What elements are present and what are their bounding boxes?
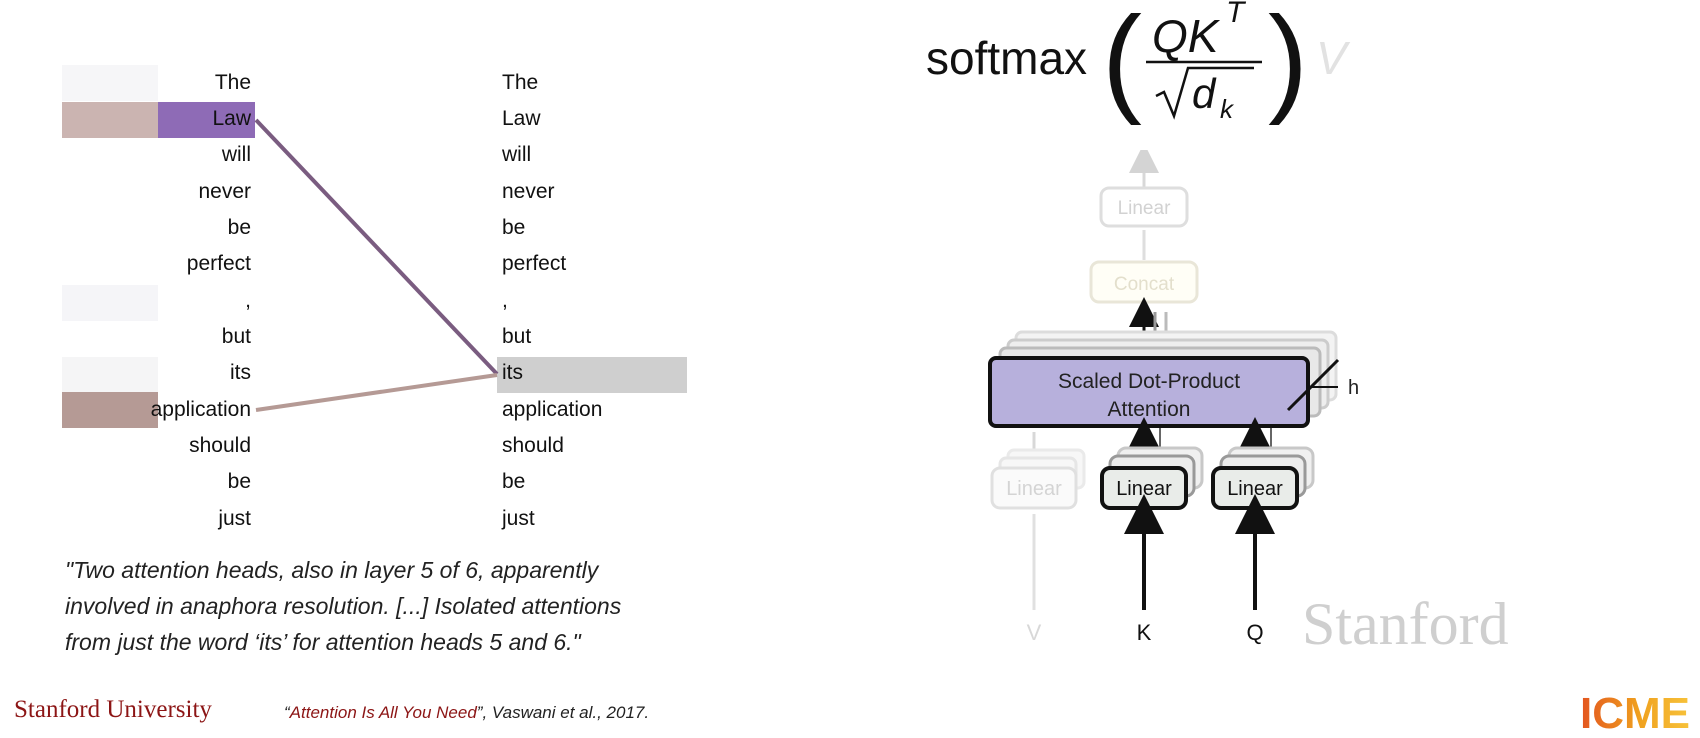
icme-logo: ICME <box>1580 689 1690 734</box>
left-token: but <box>221 325 251 348</box>
right-token: The <box>502 71 539 94</box>
linear-k-label: Linear <box>1116 478 1172 500</box>
left-token: , <box>245 289 251 312</box>
left-token: application <box>150 398 251 421</box>
right-token: , <box>502 289 508 312</box>
citation: “Attention Is All You Need”, Vaswani et … <box>284 703 649 723</box>
weight-bar-comma <box>62 285 158 321</box>
right-token: just <box>502 507 535 530</box>
formula-subscript: k <box>1220 94 1235 124</box>
formula-numerator: QK <box>1152 10 1221 62</box>
left-token: be <box>227 216 251 239</box>
linear-v-box <box>990 466 1078 510</box>
citation-open: “ <box>284 703 290 722</box>
left-token: will <box>221 143 251 166</box>
weight-bar-application <box>62 392 158 428</box>
concat-label: Concat <box>1114 274 1175 295</box>
right-token: perfect <box>502 252 567 275</box>
right-token: never <box>502 180 555 203</box>
left-token: just <box>218 507 251 530</box>
sqrt-sign <box>1155 66 1254 120</box>
left-token: perfect <box>186 252 251 275</box>
citation-title: Attention Is All You Need <box>289 703 477 722</box>
quote-line: from just the word ‘its’ for attention h… <box>65 629 581 655</box>
attention-line-application <box>255 373 498 412</box>
right-token: application <box>502 398 603 421</box>
quote-line: involved in anaphora resolution. [...] I… <box>65 593 622 619</box>
input-v-label: V <box>1027 620 1042 645</box>
right-token: be <box>502 470 526 493</box>
stanford-university-logo: Stanford University <box>14 696 212 723</box>
linear-top-label: Linear <box>1118 198 1171 219</box>
linear-top-box <box>1099 186 1189 228</box>
right-token: should <box>502 434 564 457</box>
left-token: be <box>227 470 251 493</box>
left-paren: ( <box>1102 0 1142 126</box>
right-token: Law <box>502 107 541 130</box>
softmax-formula: softmax ( QK T d k ) V <box>926 0 1351 126</box>
left-token: Law <box>212 107 251 130</box>
multihead-attention-diagram: Linear Concat Scaled Dot-Product Attenti… <box>988 150 1359 645</box>
weight-bar-law <box>158 102 255 138</box>
linear-q-label: Linear <box>1227 478 1283 500</box>
right-token: will <box>502 143 532 166</box>
h-label: h <box>1348 377 1359 399</box>
stanford-watermark: Stanford <box>1302 591 1509 657</box>
left-token: its <box>230 361 251 384</box>
input-k-label: K <box>1137 620 1152 645</box>
attention-line-law <box>254 118 499 376</box>
right-paren: ) <box>1268 0 1308 126</box>
icme-logo-text: ICME <box>1580 689 1690 734</box>
input-q-label: Q <box>1246 620 1263 645</box>
left-token: never <box>198 180 251 203</box>
attention-label-2: Attention <box>1108 398 1191 421</box>
weight-bar-the <box>62 65 158 101</box>
right-token: but <box>502 325 532 348</box>
attention-lines <box>254 118 499 412</box>
formula-denominator: d <box>1192 70 1217 117</box>
citation-rest: ”, Vaswani et al., 2017. <box>476 703 650 722</box>
attention-label-1: Scaled Dot-Product <box>1058 370 1240 393</box>
quote-line: "Two attention heads, also in layer 5 of… <box>65 557 599 583</box>
formula-fn: softmax <box>926 32 1087 84</box>
right-token-query: its <box>502 361 523 384</box>
formula-trailing: V <box>1316 32 1351 84</box>
formula-superscript: T <box>1226 0 1247 29</box>
left-token: The <box>214 71 251 94</box>
right-token: be <box>502 216 526 239</box>
left-token: should <box>189 434 251 457</box>
linear-v-label: Linear <box>1006 478 1062 500</box>
weight-bar-law-light <box>62 102 158 138</box>
weight-bar-its <box>62 357 158 393</box>
quote: "Two attention heads, also in layer 5 of… <box>65 552 705 660</box>
query-highlight-its <box>497 357 687 393</box>
